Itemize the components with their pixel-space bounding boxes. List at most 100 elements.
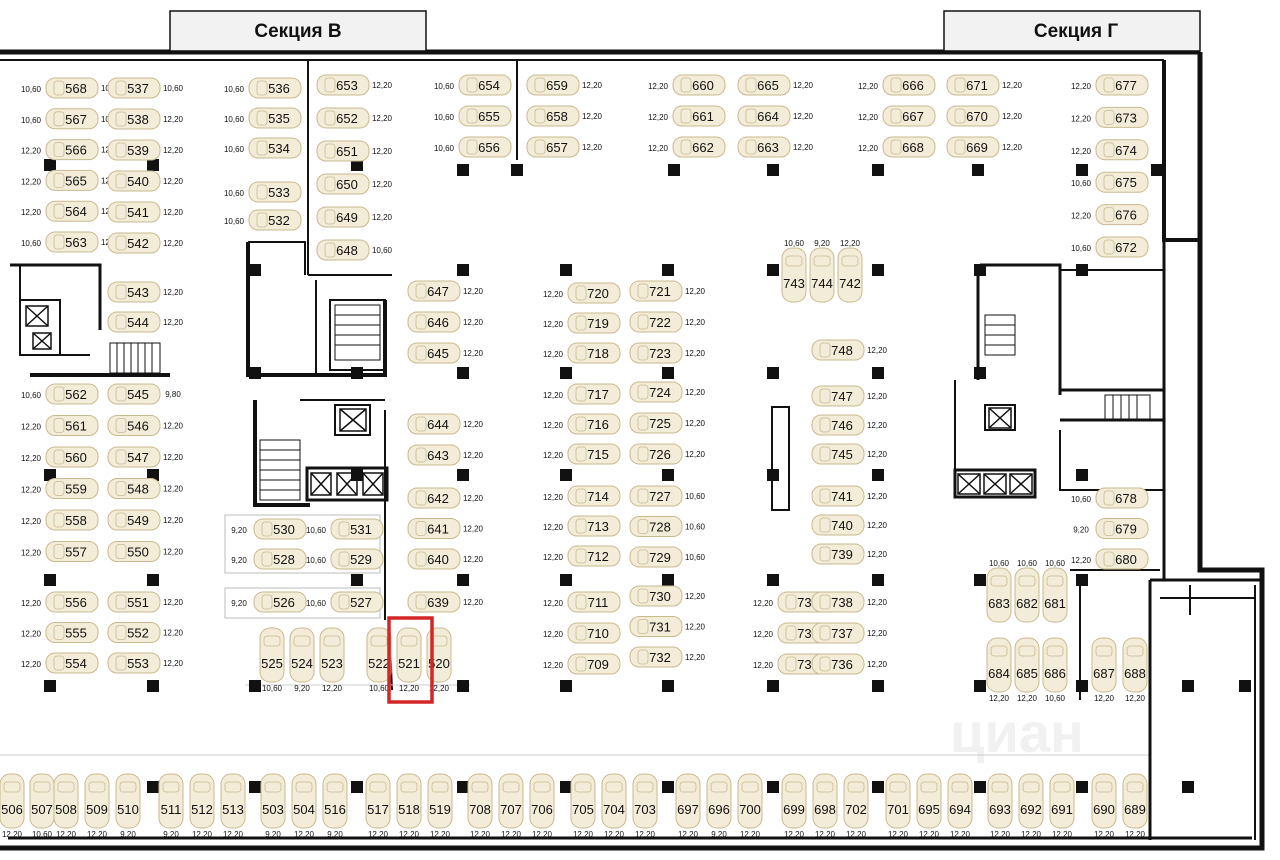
parking-spot[interactable]: 10,6056710,60 <box>21 108 122 130</box>
